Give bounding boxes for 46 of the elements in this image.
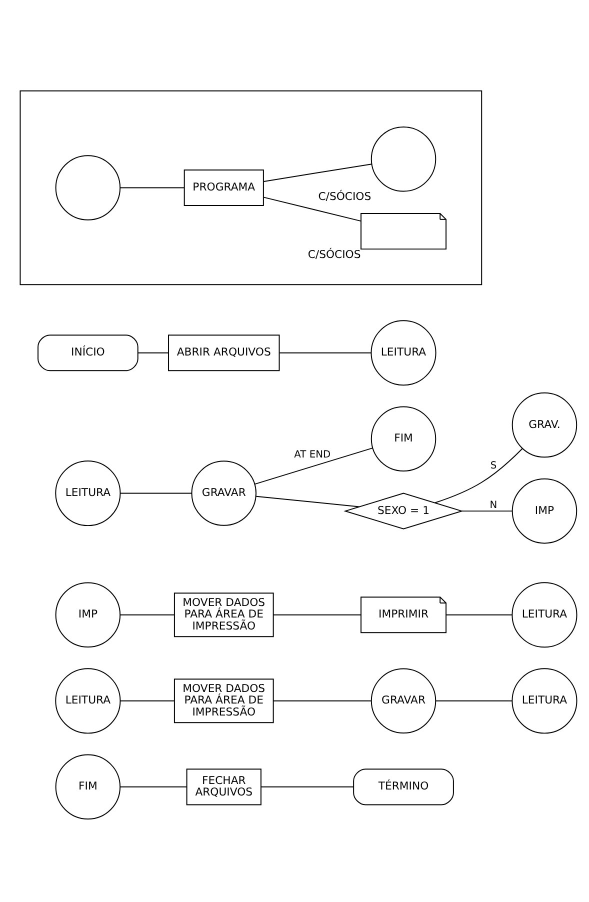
connector: [263, 196, 362, 222]
node-diamond: SEXO = 1: [344, 492, 464, 530]
connector: [446, 614, 512, 616]
node-circle: IMP: [55, 582, 121, 648]
connector: [120, 614, 175, 616]
connector: [138, 352, 169, 354]
node-circle: LEITURA: [512, 668, 578, 734]
connector: [461, 510, 513, 512]
node-circle: GRAV.: [512, 392, 578, 458]
node-box: MOVER DADOS PARA ÁREA DE IMPRESSÃO: [174, 592, 274, 638]
connector: [279, 352, 372, 354]
connector: [254, 448, 374, 485]
node-circle: GRAVAR: [191, 460, 257, 526]
node-box: PROGRAMA: [184, 169, 264, 206]
connector: [434, 448, 523, 504]
node-box: FECHAR ARQUIVOS: [186, 768, 262, 806]
connector: [272, 700, 372, 702]
node-circle: [370, 126, 436, 192]
connector: [260, 786, 354, 788]
node-circle: [55, 155, 121, 220]
connector: [435, 700, 512, 702]
edge-label: AT END: [294, 450, 331, 461]
node-circle: GRAVAR: [370, 668, 436, 734]
node-box: INÍCIO: [38, 334, 138, 372]
connector: [120, 187, 185, 188]
node-circle: LEITURA: [370, 320, 436, 386]
cluster: [20, 90, 482, 286]
connector: [120, 492, 192, 494]
connector: [256, 496, 360, 508]
node-label: C/SÓCIOS: [308, 248, 361, 261]
connector: [120, 700, 175, 702]
edge-label: N: [490, 500, 498, 512]
node-circle: IMP: [512, 478, 578, 544]
node-label: C/SÓCIOS: [318, 190, 372, 203]
node-circle: LEITURA: [55, 668, 121, 734]
node-circle: FIM: [55, 754, 121, 820]
node-box: ABRIR ARQUIVOS: [168, 334, 280, 372]
connector: [272, 614, 362, 616]
edge-label: S: [490, 460, 497, 472]
node-box: TÉRMINO: [353, 768, 454, 806]
node-circle: FIM: [370, 406, 436, 472]
connector: [120, 786, 187, 788]
node-box: MOVER DADOS PARA ÁREA DE IMPRESSÃO: [174, 678, 274, 724]
node-circle: LEITURA: [512, 582, 578, 648]
connector: [263, 164, 372, 182]
node-circle: LEITURA: [55, 460, 121, 526]
